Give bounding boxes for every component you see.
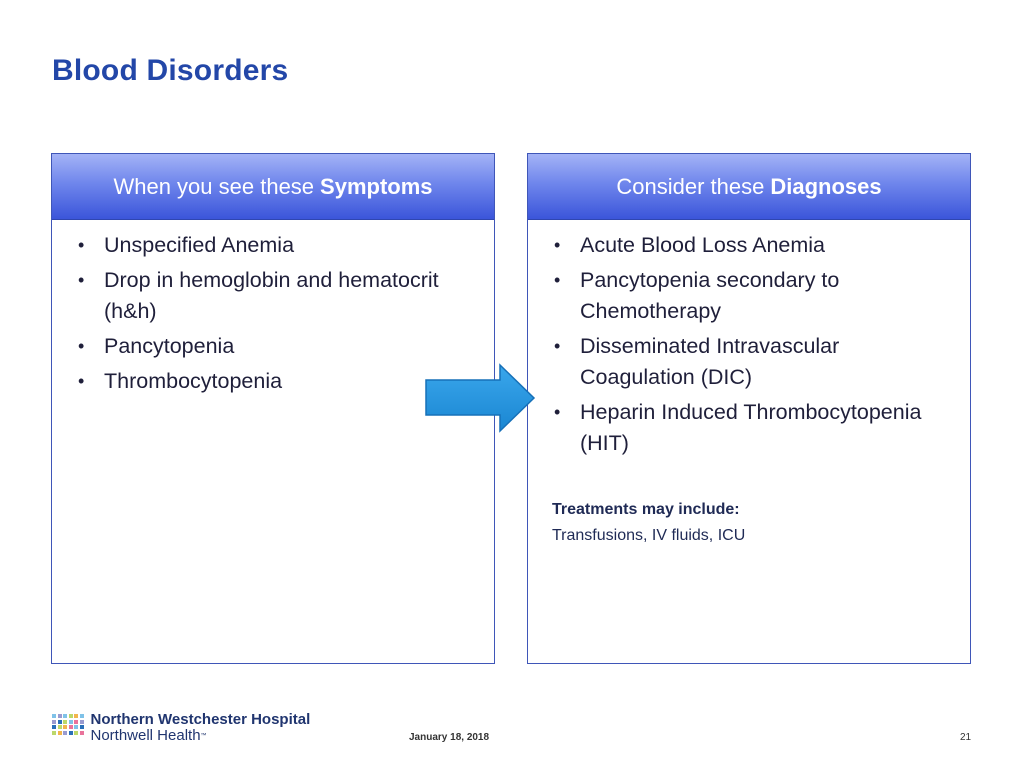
northwell-logo-icon xyxy=(52,714,84,735)
bullet-icon: • xyxy=(78,235,85,255)
symptoms-panel-header: When you see these Symptoms xyxy=(52,154,494,220)
diagnosis-item: •Pancytopenia secondary to Chemotherapy xyxy=(550,265,956,327)
bullet-icon: • xyxy=(554,270,561,290)
symptom-item: •Unspecified Anemia xyxy=(74,230,480,261)
diagnosis-item: •Acute Blood Loss Anemia xyxy=(550,230,956,261)
bullet-icon: • xyxy=(554,336,561,356)
slide-title: Blood Disorders xyxy=(52,54,289,87)
diagnoses-header-prefix: Consider these xyxy=(616,173,765,199)
symptoms-header-prefix: When you see these xyxy=(113,173,315,199)
hospital-logo: Northern Westchester Hospital Northwell … xyxy=(52,712,310,744)
diagnoses-panel-header: Consider these Diagnoses xyxy=(528,154,970,220)
symptom-item: •Thrombocytopenia xyxy=(74,366,480,397)
symptom-item: •Pancytopenia xyxy=(74,331,480,362)
diagnoses-header-bold: Diagnoses xyxy=(770,173,882,199)
logo-health-name: Northwell Health™ xyxy=(90,727,207,744)
page-number: 21 xyxy=(960,732,972,743)
symptoms-header-bold: Symptoms xyxy=(320,173,433,199)
bullet-icon: • xyxy=(78,371,85,391)
treatments-label: Treatments may include: xyxy=(552,501,740,518)
trademark-mark: ™ xyxy=(200,733,207,739)
diagnosis-item: •Heparin Induced Thrombocytopenia (HIT) xyxy=(550,397,956,459)
bullet-icon: • xyxy=(78,336,85,356)
treatments-text: Transfusions, IV fluids, ICU xyxy=(552,527,746,544)
symptoms-panel: When you see these Symptoms •Unspecified… xyxy=(51,153,495,664)
right-arrow-icon xyxy=(425,363,536,433)
diagnoses-panel: Consider these Diagnoses •Acute Blood Lo… xyxy=(527,153,971,664)
bullet-icon: • xyxy=(554,235,561,255)
symptom-item: •Drop in hemoglobin and hematocrit (h&h) xyxy=(74,265,480,327)
symptoms-list: •Unspecified Anemia •Drop in hemoglobin … xyxy=(52,230,494,397)
treatments-block: Treatments may include: Transfusions, IV… xyxy=(552,497,970,549)
bullet-icon: • xyxy=(554,402,561,422)
diagnosis-item: •Disseminated Intravascular Coagulation … xyxy=(550,331,956,393)
diagnoses-list: •Acute Blood Loss Anemia •Pancytopenia s… xyxy=(528,230,970,459)
bullet-icon: • xyxy=(78,270,85,290)
slide-date: January 18, 2018 xyxy=(409,732,490,743)
logo-hospital-name: Northern Westchester Hospital xyxy=(90,711,311,728)
